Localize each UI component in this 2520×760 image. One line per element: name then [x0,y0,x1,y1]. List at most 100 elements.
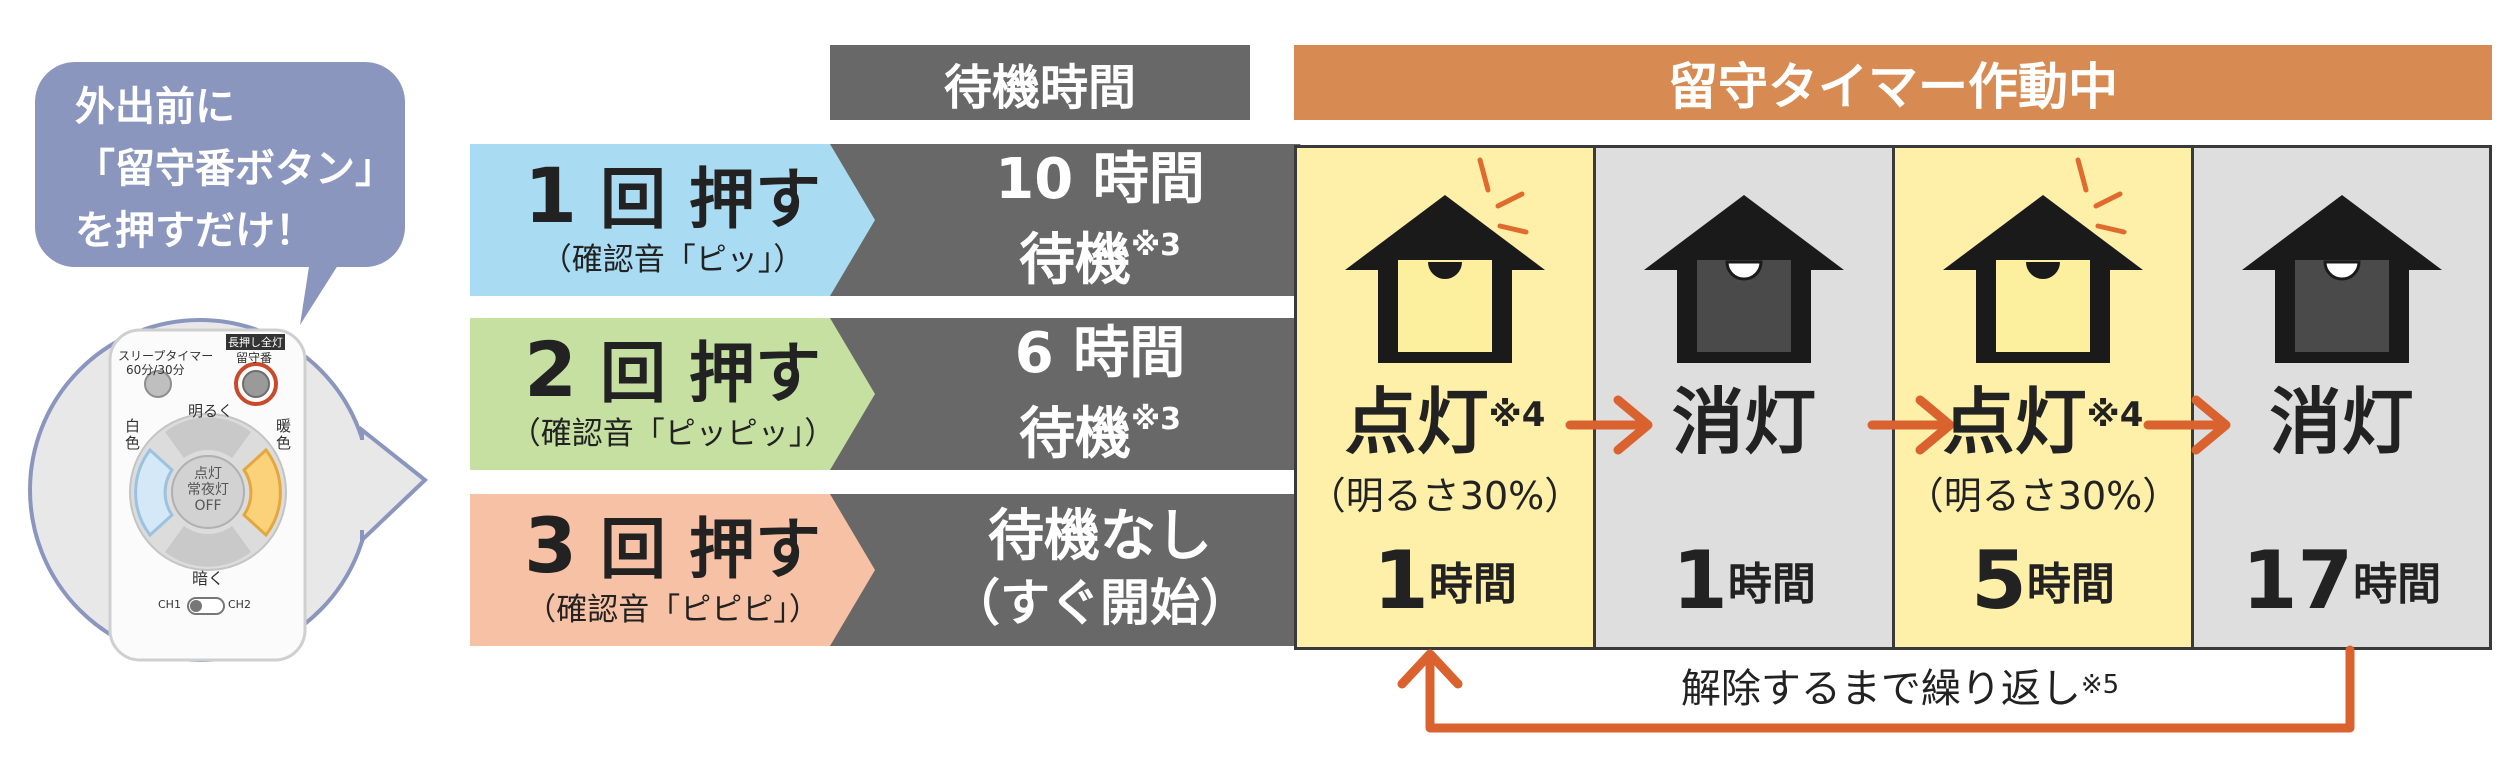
step-2-hours: 1 [1672,533,1728,627]
step-1-state-text: 点灯 [1344,379,1489,464]
wait-row-3-arrow [830,494,1350,646]
center-label-3: OFF [194,498,222,514]
repeat-note: ※5 [2080,670,2120,700]
rusuban-label: 留守番 [236,351,273,365]
press-row-2-band [470,318,900,470]
wait-line2-2: 待機 [1018,401,1131,467]
press-row-3-title: 3 回 押す [524,508,821,588]
white-label: 白色 [125,417,141,452]
press-row-1-band [470,144,900,296]
house-icons [1345,157,2442,363]
center-button[interactable] [171,455,245,529]
step-1-note: ※4 [1488,395,1546,435]
wait-row-1: 10 時間 待機※3 [900,144,1300,296]
step-2-state-text: 消灯 [1671,379,1816,464]
wait-line1-3: 待機なし [988,504,1212,569]
press-suffix-1: 回 押す [599,161,821,238]
darker-button[interactable] [165,526,251,567]
repeat-text: 解除するまで繰り返し [1680,666,2081,712]
bubble-line-1: 外出前に [75,84,235,130]
step-3-brightness: （明るさ30%） [1905,474,2181,518]
step-1-hours: 1 [1373,533,1429,627]
divider-1 [1593,145,1596,650]
press-row-2: 2 回 押す （確認音「ピッピッ」） [470,318,875,470]
remote-illustration [28,260,429,662]
zoom-pointer [360,425,429,545]
loop-arrow-icon [1397,645,2355,733]
press-row-2-title: 2 回 押す [524,332,821,412]
press-suffix-2: 回 押す [599,335,821,412]
press-row-1-title: 1 回 押す [524,158,821,238]
sleep-timer-label: スリープタイマー [118,349,214,363]
zoom-pointer-join [355,440,369,530]
wait-row-1-arrow [830,144,1350,296]
step-3-note: ※4 [2086,395,2144,435]
step-1-unit: 時間 [1428,559,1517,610]
brighter-button[interactable] [165,417,251,458]
arrow-right-icon [1867,395,1955,455]
bubble-line-3: を押すだけ！ [75,208,315,254]
arrow-right-icon [2143,395,2231,455]
step-3-state: 点灯※4 [1895,370,2191,464]
center-label-2: 常夜灯 [187,482,229,498]
rusuban-button[interactable] [242,370,270,398]
bubble-tail [300,260,340,325]
speech-bubble: 外出前に 「留守番ボタン」 を押すだけ！ [35,62,405,267]
press-count-2: 2 [524,325,577,414]
press-suffix-3: 回 押す [599,511,821,588]
step-1-state: 点灯※4 [1297,370,1593,464]
wait-note-2: ※3 [1130,401,1182,437]
wait-line1-2: 6 時間 [1014,320,1186,386]
wait-row-3: 待機なし （すぐ開始） [900,494,1300,646]
dark-label: 暗く [192,569,225,588]
step-4-hours: 17 [2241,533,2354,627]
timer-active-header: 留守タイマー作動中 [1294,45,2492,120]
press-row-3-band [470,494,900,646]
warm-label: 暖色 [276,417,292,452]
step-4-state: 消灯 [2194,370,2489,464]
press-count-1: 1 [524,151,577,240]
step-3-hours: 5 [1971,533,2027,627]
channel-switch-knob [190,600,202,612]
white-color-button[interactable] [134,447,174,538]
wait-line2-1: 待機 [1018,227,1131,293]
timer-panel [1294,145,2492,650]
press-row-1: 1 回 押す （確認音「ピッ」） [470,144,875,296]
ch2-label: CH2 [228,598,251,611]
wait-line2-3: （すぐ開始） [950,574,1250,632]
wait-row-2: 6 時間 待機※3 [900,318,1300,470]
step-arrows [1565,395,2231,455]
house-unlit-icon [2242,195,2442,363]
step-4-unit: 時間 [2353,559,2442,610]
step-2-state: 消灯 [1596,370,1892,464]
house-lit-icon [1943,157,2143,363]
wait-time-header: 待機時間 [830,45,1250,120]
bubble-line-2: 「留守番ボタン」 [75,146,395,192]
step-3-state-text: 点灯 [1942,379,2087,464]
sleep-timer-sub: 60分/30分 [126,363,185,377]
repeat-loop-arrow [1397,645,2355,733]
sleep-timer-button[interactable] [144,370,172,398]
wait-row-2-arrow [830,318,1350,470]
step-3-unit: 時間 [2026,559,2115,610]
press-row-shapes [470,144,1350,646]
bright-label: 明るく [188,402,234,420]
house-unlit-icon [1644,195,1844,363]
step-1-brightness: （明るさ30%） [1307,474,1583,518]
divider-2 [1892,145,1895,650]
wait-note-1: ※3 [1130,227,1182,263]
repeat-label: 解除するまで繰り返し※5 [1600,655,2200,715]
warm-color-button[interactable] [242,447,282,538]
press-sound-1: （確認音「ピッ」） [540,242,805,278]
press-count-3: 3 [524,501,577,590]
press-sound-2: （確認音「ピッピッ」） [509,416,836,452]
wait-line1-1: 10 時間 [995,146,1205,212]
long-press-label: 長押し全灯 [226,334,285,350]
step-4-state-text: 消灯 [2269,379,2414,464]
arrow-right-icon [1565,395,1653,455]
ch1-label: CH1 [158,598,181,611]
rusuban-highlight [234,362,278,406]
